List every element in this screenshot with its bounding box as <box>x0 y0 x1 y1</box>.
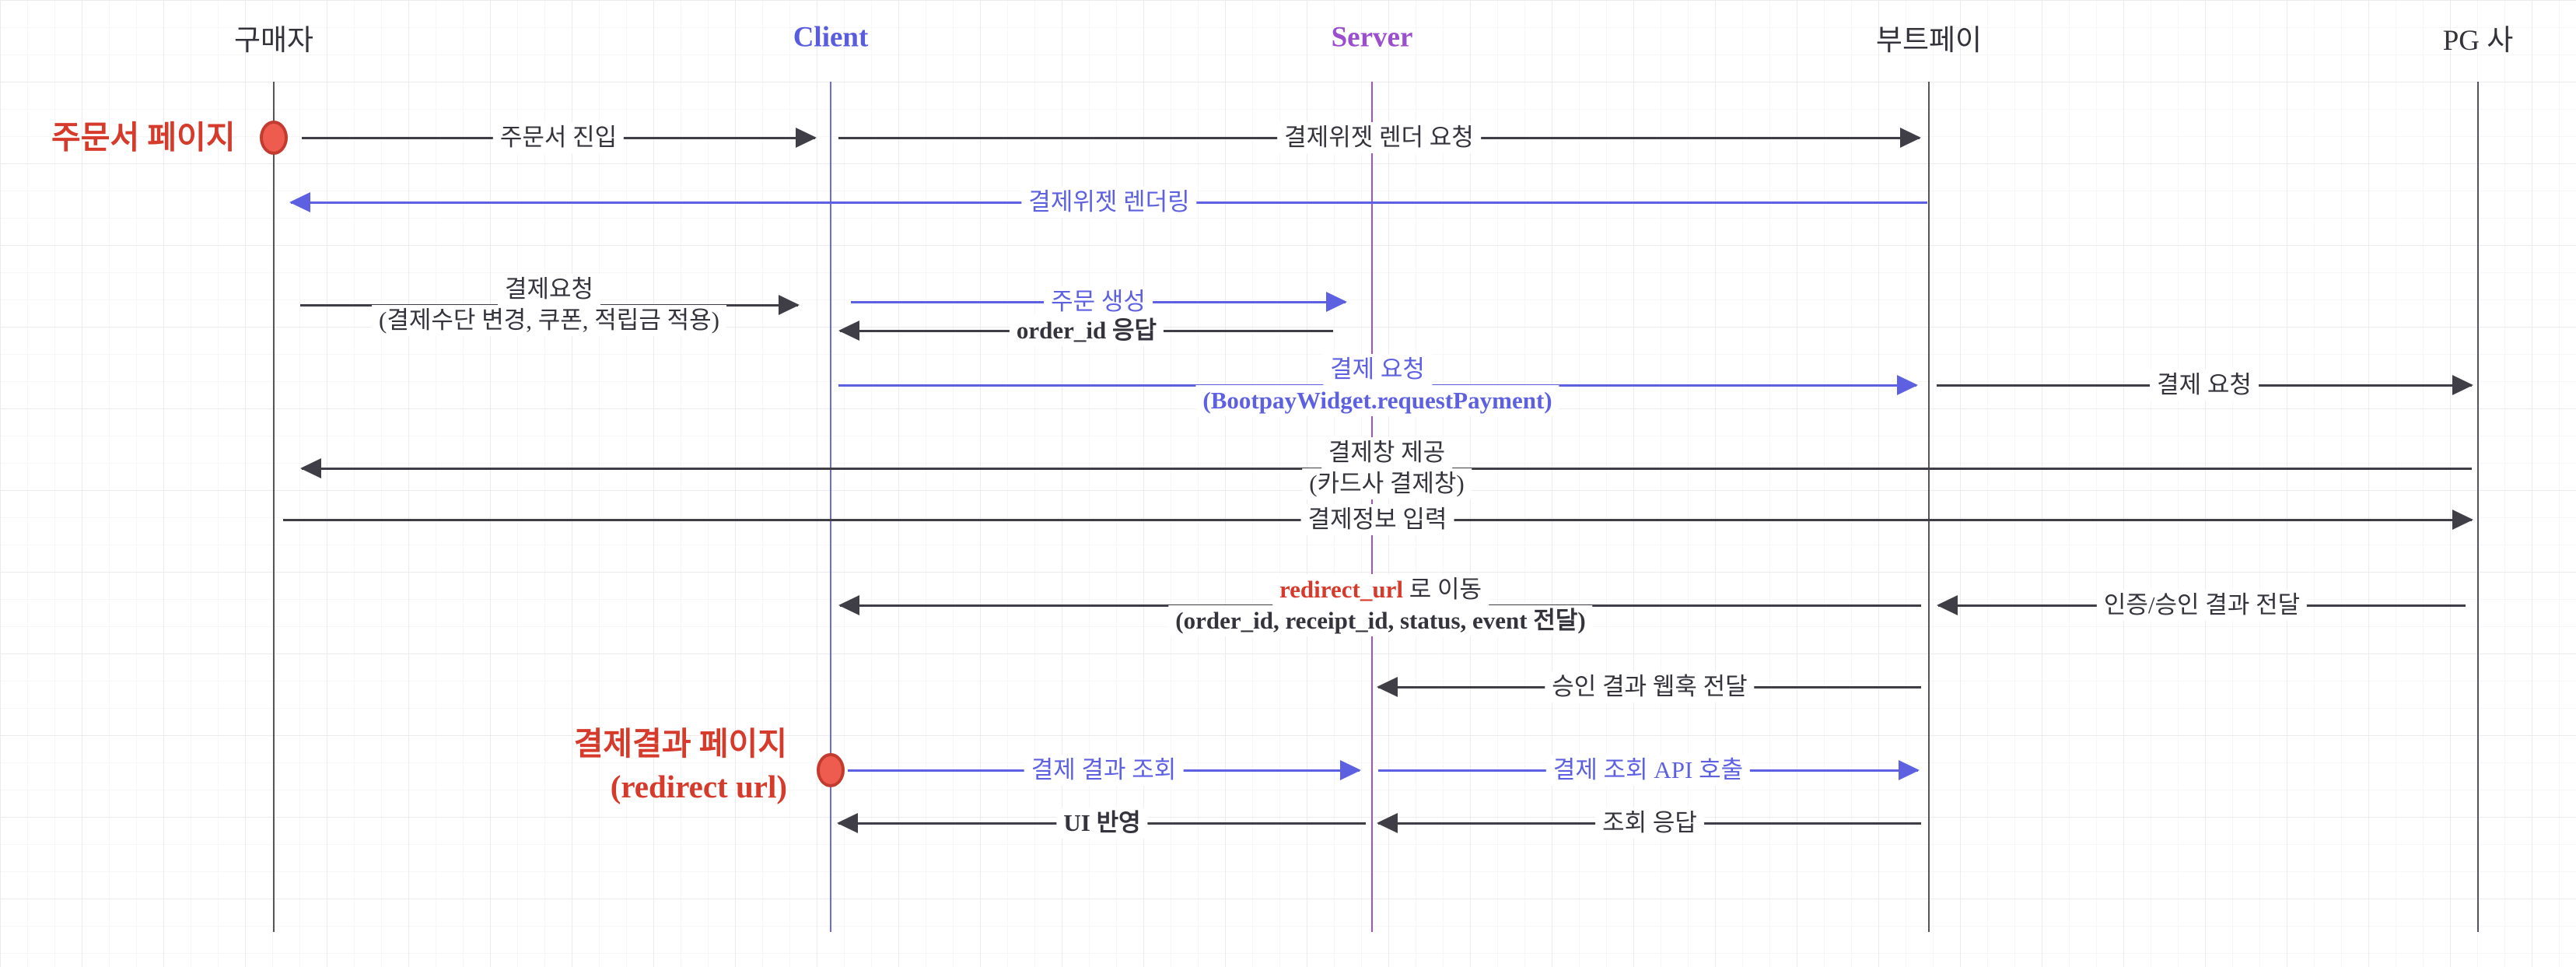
result-page-note-line1: 결제결과 페이지 <box>573 726 787 762</box>
arrowhead-right-icon <box>1897 375 1918 395</box>
result-page-note-line2: (redirect url) <box>610 769 787 804</box>
arrowhead-left-icon <box>838 595 859 615</box>
order-page-marker <box>260 121 288 155</box>
arrowhead-left-icon <box>1937 595 1958 615</box>
arrowhead-left-icon <box>1377 813 1398 833</box>
arrowhead-right-icon <box>1900 128 1921 148</box>
lifeline-bootpay <box>1928 82 1930 932</box>
actor-pg: PG 사 <box>2442 25 2514 57</box>
arrowhead-left-icon <box>1377 677 1398 697</box>
arrowhead-right-icon <box>779 295 800 315</box>
arrowhead-right-icon <box>2452 375 2473 395</box>
order-page-note: 주문서 페이지 <box>51 119 236 156</box>
actor-server: Server <box>1331 21 1413 54</box>
arrowhead-right-icon <box>796 128 817 148</box>
result-page-note: 결제결과 페이지 (redirect url) <box>574 723 787 808</box>
actor-bootpay: 부트페이 <box>1875 25 1983 57</box>
arrowhead-left-icon <box>837 813 858 833</box>
arrowhead-right-icon <box>1326 292 1347 312</box>
arrowhead-right-icon <box>2452 510 2473 530</box>
lifeline-pg <box>2477 82 2479 932</box>
lifeline-client <box>830 82 831 932</box>
lifeline-buyer <box>273 82 275 932</box>
arrowhead-left-icon <box>838 321 859 341</box>
arrowhead-left-icon <box>289 192 310 212</box>
actor-buyer: 구매자 <box>233 25 314 57</box>
arrowhead-right-icon <box>1340 760 1361 780</box>
arrowhead-right-icon <box>1899 760 1920 780</box>
result-page-marker <box>817 753 845 787</box>
redirect-url-highlight: redirect_url <box>1279 576 1403 603</box>
actor-client: Client <box>793 21 869 54</box>
arrowhead-left-icon <box>300 458 321 478</box>
